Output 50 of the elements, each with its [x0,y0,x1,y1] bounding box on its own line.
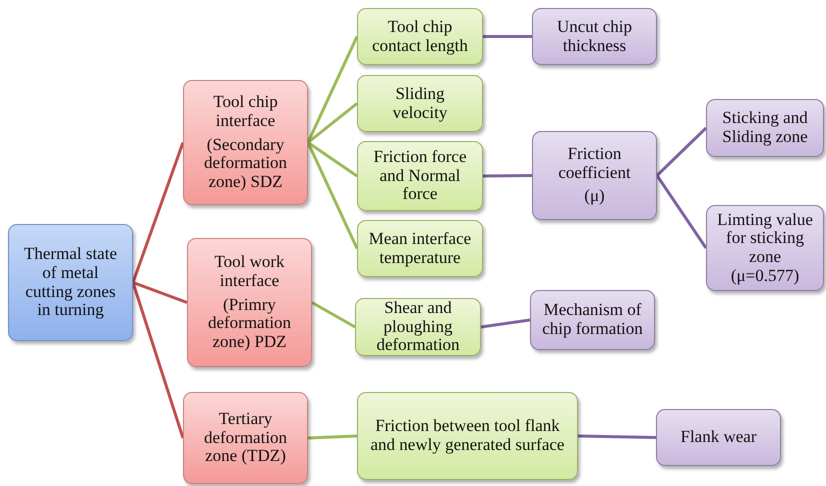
box-text: Sticking and Sliding zone [721,109,809,147]
box-text: Uncut chip thickness [556,18,634,56]
box-text: Shear and ploughing deformation [375,298,461,356]
box-text: Flank wear [680,428,756,447]
topic-box [357,141,483,211]
connector-line [306,142,358,250]
topic-box [183,392,308,484]
topic-box [8,224,133,341]
connector-line [578,434,656,439]
connector-line [656,174,708,249]
box-text: (Primry deformation zone) PDZ [206,296,292,352]
connector-line [656,126,708,177]
connector-line [307,102,358,144]
topic-box [532,8,657,65]
box-text: Friction coefficient [557,144,632,182]
box-text: Tool chip interface [212,93,279,131]
topic-box [187,238,312,367]
topic-box [355,298,481,356]
topic-box [357,8,483,65]
connector-line [483,35,532,38]
box-text: Mechanism of chip formation [541,301,644,339]
topic-box [706,205,824,291]
box-text: Friction between tool flank and newly generated surface [370,417,566,455]
connector-line [482,174,532,178]
connector-line [308,434,358,440]
topic-box [706,99,824,157]
topic-box [656,409,781,466]
box-text: Tool work interface [213,253,286,291]
connector-line [480,318,530,328]
topic-box [357,75,483,132]
connector-line [132,281,188,304]
box-text: Mean interface temperature [368,230,472,268]
box-text: Tool chip contact length [371,18,469,56]
box-text: Limting value for sticking zone (μ=0.577) [716,210,814,286]
topic-box [532,131,657,220]
box-text: Tertiary deformation zone (TDZ) [202,410,288,466]
connector-line [307,141,358,178]
connector-line [311,301,356,328]
box-text: Sliding velocity [392,84,448,122]
box-text: (Secondary deformation zone) SDZ [202,136,288,192]
topic-box [530,290,655,350]
topic-box [357,220,483,277]
topic-box [183,80,308,205]
box-text: Friction force and Normal force [372,148,468,204]
box-text: Thermal state of metal cutting zones in turning [23,245,118,320]
connector-line [306,36,358,144]
topic-box [357,392,578,480]
box-text: (μ) [584,187,605,206]
connector-line [132,282,184,438]
connector-line [132,142,184,283]
